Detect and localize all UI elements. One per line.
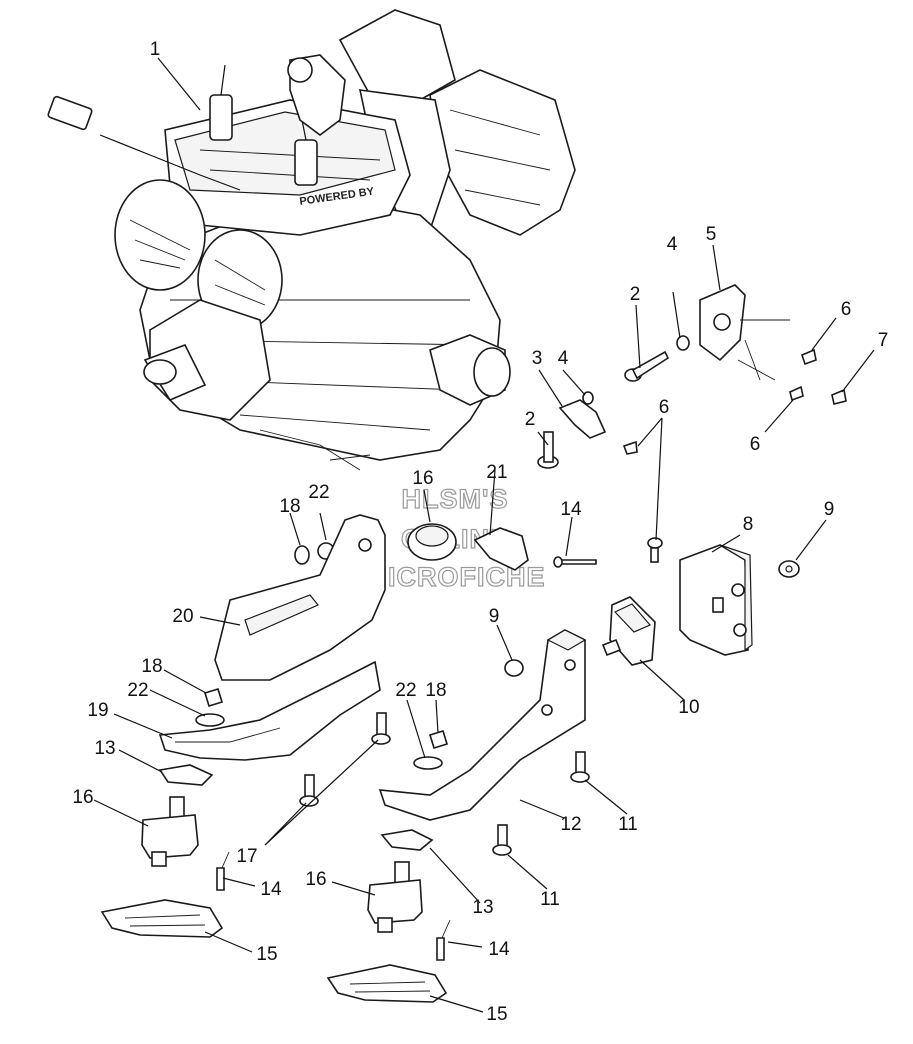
nut-9-right-hole [785, 565, 793, 573]
callout-8: 8 [743, 514, 754, 535]
callout-4-lower: 4 [558, 348, 569, 369]
callout-17: 17 [236, 846, 257, 867]
callout-14-right: 14 [488, 939, 510, 960]
callout-3: 3 [532, 348, 543, 369]
callout-15-left: 15 [256, 944, 277, 965]
pin-14-right [436, 919, 451, 961]
pin-14-left [216, 851, 230, 891]
callout-11-b: 11 [540, 889, 560, 910]
skid-plate-15-left [100, 899, 224, 938]
callout-6-a: 6 [841, 299, 852, 320]
callout-13-right: 13 [472, 897, 493, 918]
bracket-5-assembly [699, 284, 790, 381]
nut-4-lower [582, 391, 594, 405]
callout-4-upper: 4 [667, 234, 678, 255]
leader-lines [93, 57, 875, 1013]
callout-2-lower: 2 [525, 409, 536, 430]
shim-13-right [380, 829, 434, 851]
callout-7: 7 [878, 330, 889, 351]
callout-22-left: 22 [127, 680, 148, 701]
callout-5: 5 [706, 224, 717, 245]
callout-16-top: 16 [412, 468, 433, 489]
mount-plate-8 [679, 544, 753, 656]
bolt-2-upper [624, 350, 670, 382]
clip-3 [558, 399, 607, 439]
callout-22-right: 22 [395, 680, 416, 701]
callout-labels: 1 2 4 5 6 7 6 3 4 2 6 16 21 18 22 14 8 9… [72, 39, 888, 1025]
plate-21 [473, 527, 529, 571]
callout-12: 12 [560, 814, 581, 835]
callout-9-center: 9 [489, 606, 500, 627]
isolator-16-left [141, 796, 199, 867]
screw-7 [831, 388, 847, 405]
bracket-12 [378, 629, 587, 821]
callout-15-right: 15 [486, 1004, 507, 1025]
callout-21: 21 [486, 462, 507, 483]
callout-19: 19 [87, 700, 108, 721]
washer-22-right [413, 756, 443, 770]
callout-22-top: 22 [308, 482, 329, 503]
callout-18-left: 18 [141, 656, 162, 677]
bolt-11-a [570, 751, 590, 783]
callout-2-upper: 2 [630, 284, 641, 305]
isolator-10 [601, 596, 656, 666]
callout-20: 20 [172, 606, 193, 627]
screw-6-a [801, 348, 817, 366]
bolt-6-long [647, 537, 663, 563]
bolt-17-b [299, 774, 319, 807]
nut-18-top [294, 545, 310, 565]
callout-14-top: 14 [560, 499, 582, 520]
callout-6-c: 6 [659, 397, 670, 418]
watermark-line-1: HLSM'S [402, 484, 509, 514]
callout-10: 10 [678, 697, 699, 718]
screw-6-b [789, 385, 804, 402]
screw-6-c [622, 440, 638, 455]
callout-9-right: 9 [824, 499, 835, 520]
pin-14-upper [553, 556, 597, 568]
isolator-16-right [367, 861, 423, 933]
isolator-16-top [407, 523, 457, 561]
bracket-19 [158, 660, 381, 761]
callout-16-left: 16 [72, 787, 93, 808]
skid-plate-15-right [326, 964, 448, 1003]
callout-6-b: 6 [750, 434, 761, 455]
bolt-11-b [492, 824, 512, 856]
nut-9-center [504, 659, 524, 677]
engine-assembly: POWERED BY [47, 9, 576, 471]
bracket-20 [214, 514, 386, 681]
callout-18-top: 18 [279, 496, 300, 517]
callout-16-right: 16 [305, 869, 326, 890]
callout-13-left: 13 [94, 738, 115, 759]
callout-18-right: 18 [425, 680, 446, 701]
watermark-line-3: MICROFICHE [365, 562, 546, 592]
nut-18-right [429, 730, 448, 749]
callout-14-left: 14 [260, 879, 282, 900]
nut-4-upper [676, 335, 690, 351]
bolt-2-lower [537, 431, 559, 469]
washer-22-left [195, 713, 225, 727]
callout-11-a: 11 [618, 814, 638, 835]
callout-1: 1 [150, 39, 161, 60]
bolt-17-a [371, 712, 391, 745]
shim-13-left [158, 764, 214, 786]
nut-18-left [204, 688, 223, 707]
